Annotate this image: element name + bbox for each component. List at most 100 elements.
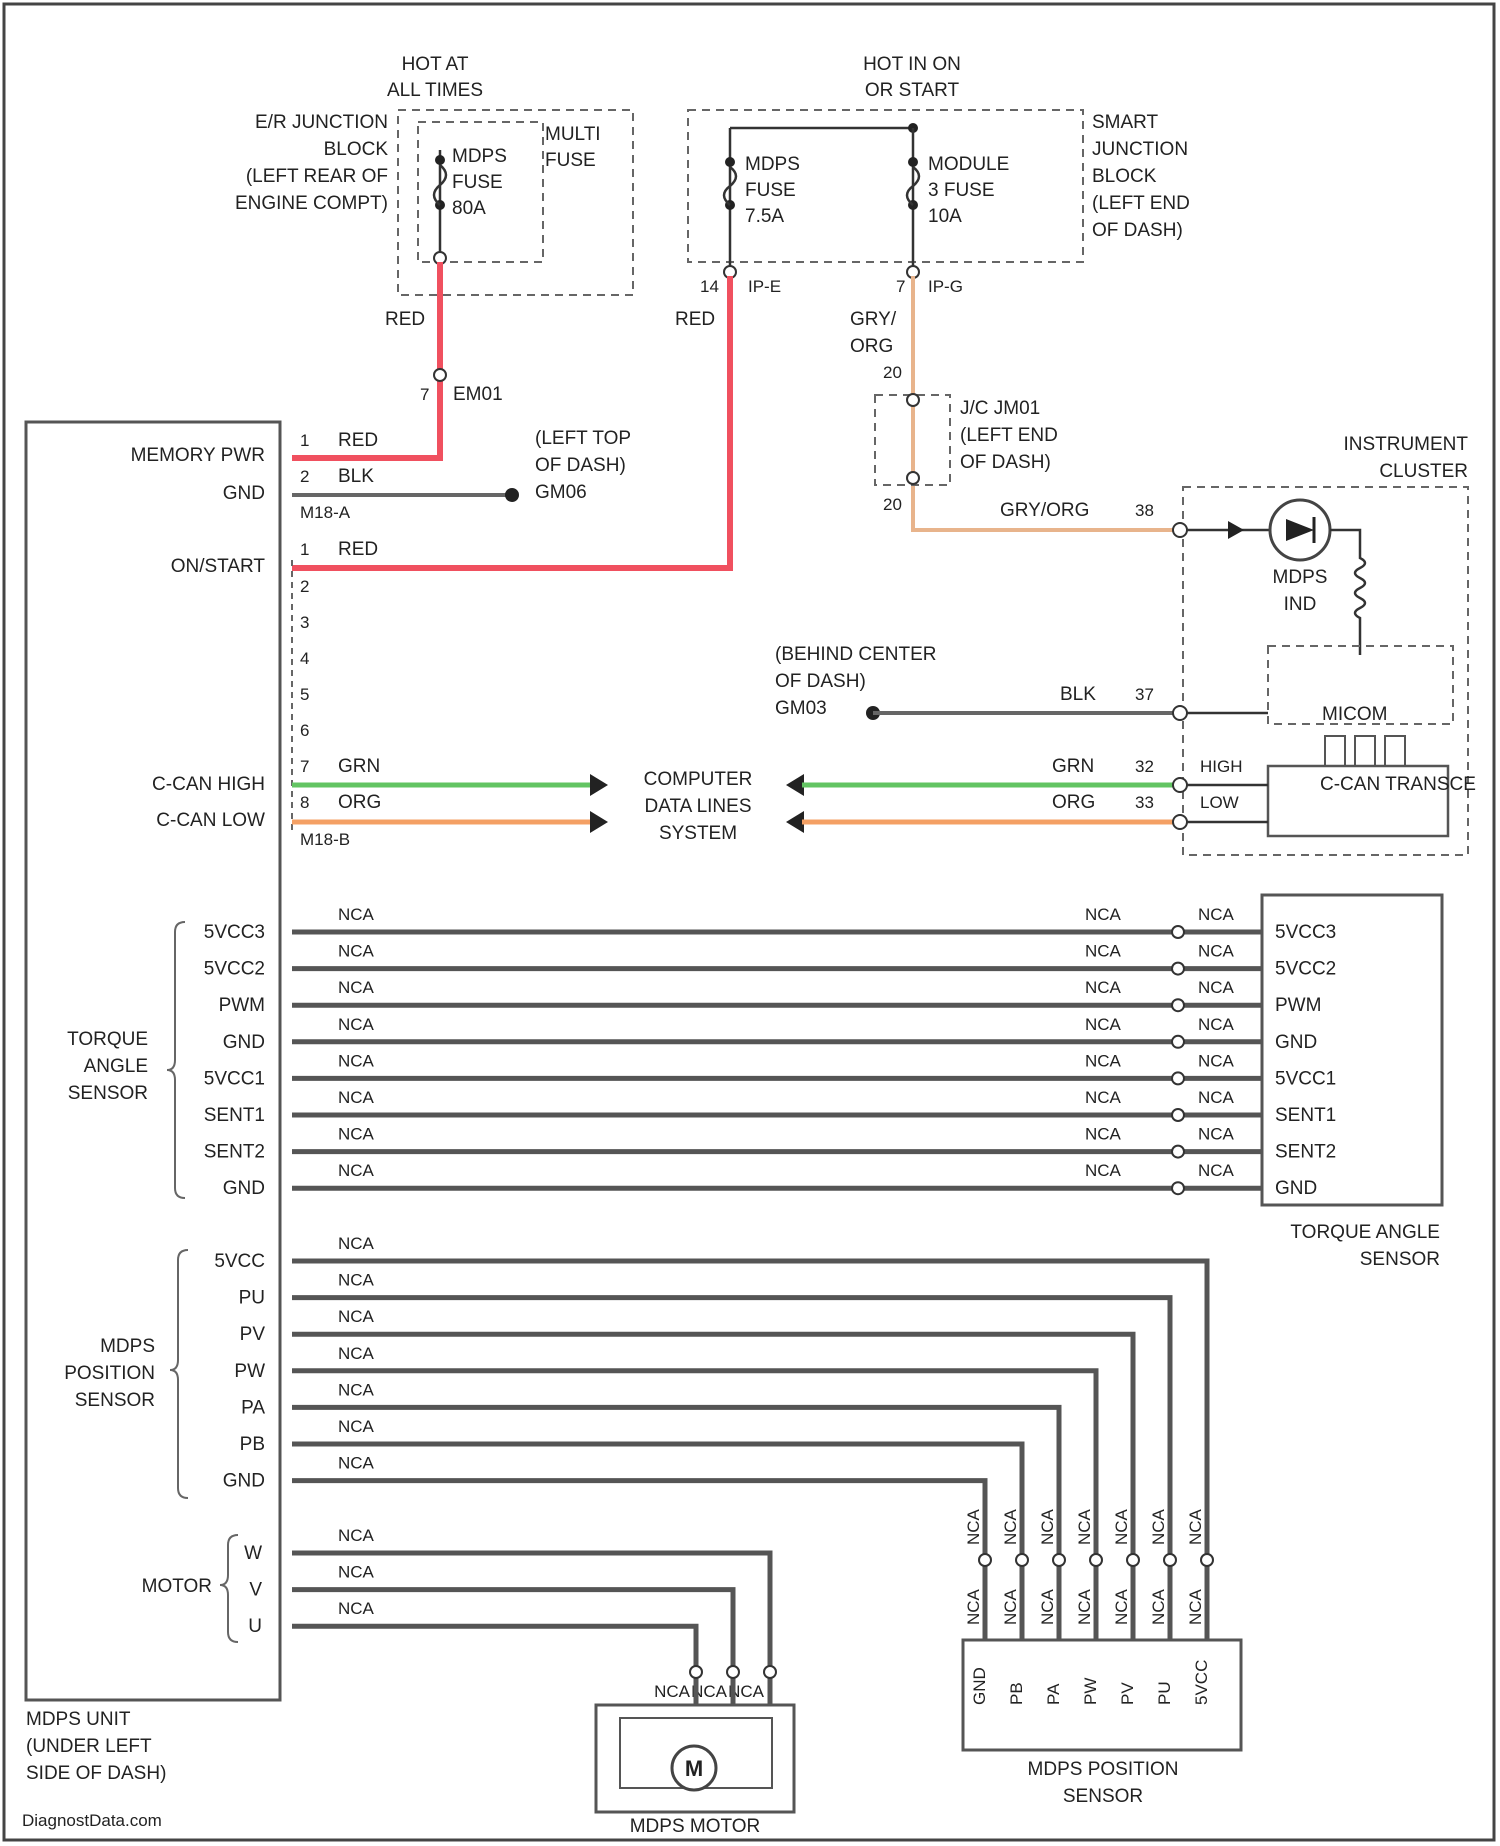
svg-text:TORQUE ANGLE: TORQUE ANGLE — [1290, 1222, 1440, 1243]
fuse-75a-symbol — [724, 128, 736, 278]
cluster-conn-32 — [1173, 778, 1187, 792]
cluster-pin33: 33 — [1135, 793, 1154, 812]
arrow-can-high-left — [590, 774, 608, 796]
position-wire-6 — [292, 1481, 985, 1640]
svg-text:SENSOR: SENSOR — [75, 1390, 155, 1411]
torque-nca-left-3: NCA — [338, 1015, 375, 1034]
svg-text:3 FUSE: 3 FUSE — [928, 180, 995, 201]
svg-text:MDPS UNIT: MDPS UNIT — [26, 1709, 131, 1730]
cluster-conn-38 — [1173, 523, 1187, 537]
torque-group-label: TORQUE ANGLE SENSOR — [67, 1029, 148, 1104]
position-box-pin-0: GND — [970, 1667, 989, 1705]
svg-text:DATA LINES: DATA LINES — [645, 796, 752, 817]
motor-nca-left-2: NCA — [338, 1599, 375, 1618]
position-nca-upper-6: NCA — [964, 1508, 983, 1545]
position-brace — [170, 1250, 188, 1498]
motor-pin-1: V — [249, 1580, 262, 1601]
gnd-wire-color: BLK — [338, 466, 374, 487]
jc-pin-top: 20 — [883, 363, 902, 382]
m18b-pin8: 8 — [300, 793, 309, 812]
wire-red-onstart — [292, 276, 730, 568]
position-conn-6 — [979, 1554, 991, 1566]
torque-conn-6 — [1172, 1146, 1184, 1158]
svg-text:FUSE: FUSE — [452, 172, 503, 193]
multi-fuse-label: MULTI FUSE — [545, 124, 601, 171]
em01-pin: 7 — [420, 385, 429, 404]
svg-text:MDPS: MDPS — [452, 146, 507, 167]
position-conn-2 — [1127, 1554, 1139, 1566]
m18b-pin6: 6 — [300, 721, 309, 740]
can-high-wire-color: GRN — [338, 756, 380, 777]
cluster-resistor — [1330, 530, 1365, 655]
torque-nca-left-0: NCA — [338, 905, 375, 924]
svg-text:(BEHIND CENTER: (BEHIND CENTER — [775, 644, 937, 665]
torque-nca-left-2: NCA — [338, 978, 375, 997]
svg-text:80A: 80A — [452, 198, 486, 219]
svg-text:ANGLE: ANGLE — [84, 1056, 148, 1077]
svg-text:IND: IND — [1284, 594, 1317, 615]
motor-box-label: MDPS MOTOR — [630, 1816, 761, 1837]
torque-conn-3 — [1172, 1036, 1184, 1048]
on-start-label: ON/START — [171, 556, 266, 577]
position-nca-lower-4: NCA — [1038, 1588, 1057, 1625]
jc-jm01-label: J/C JM01 (LEFT END OF DASH) — [960, 398, 1058, 473]
motor-nca-bottom-2: NCA — [654, 1682, 691, 1701]
computer-data-lines-label: COMPUTER DATA LINES SYSTEM — [644, 769, 753, 844]
position-nca-lower-2: NCA — [1112, 1588, 1131, 1625]
svg-text:SENSOR: SENSOR — [1360, 1249, 1440, 1270]
svg-text:MODULE: MODULE — [928, 154, 1009, 175]
position-nca-left-5: NCA — [338, 1417, 375, 1436]
motor-conn-1 — [727, 1666, 739, 1678]
torque-nca-left-1: NCA — [338, 942, 375, 961]
position-box-pin-2: PA — [1044, 1683, 1063, 1705]
torque-nca-right-4: NCA — [1198, 1051, 1235, 1070]
torque-pin-left-7: GND — [223, 1178, 265, 1199]
motor-symbol-letter: M — [685, 1756, 703, 1781]
svg-text:ENGINE COMPT): ENGINE COMPT) — [235, 193, 388, 214]
position-box-label: MDPS POSITION SENSOR — [1028, 1759, 1179, 1807]
torque-pin-left-5: SENT1 — [204, 1105, 265, 1126]
cluster-org: ORG — [1052, 792, 1095, 813]
c-can-low-label: C-CAN LOW — [156, 810, 265, 831]
c-can-high-label: C-CAN HIGH — [152, 774, 265, 795]
position-conn-3 — [1090, 1554, 1102, 1566]
torque-box-label: TORQUE ANGLE SENSOR — [1290, 1222, 1440, 1270]
position-nca-lower-6: NCA — [964, 1588, 983, 1625]
position-wire-0 — [292, 1261, 1207, 1640]
svg-text:MDPS: MDPS — [745, 154, 800, 175]
motor-conn-0 — [764, 1666, 776, 1678]
position-nca-upper-5: NCA — [1001, 1508, 1020, 1545]
torque-nca-right-3: NCA — [1198, 1015, 1235, 1034]
cluster-pin37: 37 — [1135, 685, 1154, 704]
position-pin-left-3: PW — [234, 1361, 265, 1382]
svg-text:SIDE OF DASH): SIDE OF DASH) — [26, 1763, 166, 1784]
motor-brace — [220, 1535, 238, 1642]
position-box-pin-1: PB — [1007, 1682, 1026, 1705]
cluster-grn: GRN — [1052, 756, 1094, 777]
torque-nca-mid-6: NCA — [1085, 1125, 1122, 1144]
m18b-pin3: 3 — [300, 613, 309, 632]
svg-text:FUSE: FUSE — [745, 180, 796, 201]
instrument-cluster-label: INSTRUMENT CLUSTER — [1343, 434, 1468, 482]
cluster-low: LOW — [1200, 793, 1239, 812]
cluster-conn-37 — [1173, 706, 1187, 720]
hot-in-on-2: OR START — [865, 80, 960, 101]
svg-text:(UNDER LEFT: (UNDER LEFT — [26, 1736, 152, 1757]
memory-pwr-label: MEMORY PWR — [131, 445, 265, 466]
svg-text:MDPS: MDPS — [100, 1336, 155, 1357]
svg-text:FUSE: FUSE — [545, 150, 596, 171]
svg-text:MDPS: MDPS — [1273, 567, 1328, 588]
jc-connector-bottom — [907, 472, 919, 484]
torque-conn-0 — [1172, 926, 1184, 938]
gnd-label-top: GND — [223, 483, 265, 504]
torque-pin-right-4: 5VCC1 — [1275, 1068, 1336, 1089]
motor-pin-2: U — [248, 1616, 262, 1637]
em01-connector — [434, 369, 446, 381]
position-nca-left-2: NCA — [338, 1307, 375, 1326]
wire-red-label-2: RED — [675, 309, 715, 330]
mdps-ind-label: MDPS IND — [1273, 567, 1328, 615]
torque-conn-1 — [1172, 963, 1184, 975]
position-nca-left-3: NCA — [338, 1344, 375, 1363]
svg-text:GM03: GM03 — [775, 698, 827, 719]
